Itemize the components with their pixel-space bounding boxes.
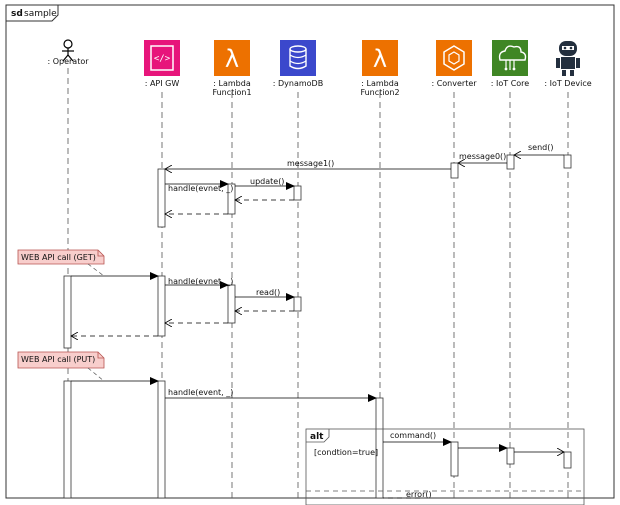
- note-get: WEB API call (GET): [17, 249, 105, 277]
- iot-core-icon: [492, 40, 528, 76]
- messages: [71, 155, 564, 499]
- activation-bar: [157, 275, 166, 337]
- activation-bars: [63, 154, 572, 499]
- participant-label: : Lambda: [213, 79, 251, 88]
- activation-bar: [227, 284, 236, 324]
- message-label-update: update(): [250, 177, 284, 186]
- participant-label: : Lambda: [361, 79, 399, 88]
- alt-keyword: alt: [310, 432, 324, 442]
- participant-label-line2: Function1: [212, 88, 251, 97]
- activation-bar: [450, 162, 459, 179]
- lambda-icon: λ: [362, 40, 398, 76]
- dynamodb-icon: [280, 40, 316, 76]
- participant-labels: : Operator : API GW : Lambda Function1 :…: [47, 57, 591, 97]
- activation-bar: [157, 380, 166, 499]
- lambda-icon: λ: [214, 40, 250, 76]
- message-labels: send() message0() message1() handle(evne…: [168, 143, 553, 499]
- message-label-handle: handle(evnet, _): [168, 277, 233, 286]
- activation-bar: [293, 185, 302, 201]
- participant-label: : API GW: [145, 79, 180, 88]
- participant-label: : IoT Core: [491, 79, 530, 88]
- participant-label: : Converter: [431, 79, 477, 88]
- converter-icon: [436, 40, 472, 76]
- api-gateway-icon: </>: [144, 40, 180, 76]
- diagram-frame: sd sample: [5, 4, 615, 499]
- alt-guard: [condtion=true]: [314, 448, 378, 457]
- activation-bar: [157, 168, 166, 228]
- message-label-command: command(): [390, 431, 436, 440]
- svg-text:</>: </>: [154, 54, 171, 64]
- activation-bar: [506, 154, 515, 170]
- note-text: WEB API call (PUT): [21, 355, 95, 364]
- actor-icon: [62, 39, 74, 62]
- activation-bar: [293, 296, 302, 312]
- svg-text:λ: λ: [225, 45, 239, 73]
- activation-bar: [563, 154, 572, 169]
- note-put: WEB API call (PUT): [17, 351, 105, 382]
- alt-fragment: alt [condtion=true]: [305, 428, 585, 505]
- robot-icon: [556, 41, 580, 76]
- participant-label: : IoT Device: [544, 79, 591, 88]
- activation-bar: [375, 397, 384, 499]
- message-label-handle: handle(event, _): [168, 388, 233, 397]
- frame-keyword: sd: [11, 9, 23, 19]
- activation-bar: [563, 451, 572, 469]
- message-label-send: send(): [528, 143, 553, 152]
- activation-bar: [506, 447, 515, 465]
- activation-bar: [63, 275, 72, 349]
- participant-label: : Operator: [47, 57, 89, 66]
- message-label-message0: message0(): [459, 152, 506, 161]
- message-label-read: read(): [256, 288, 280, 297]
- participant-label-line2: Function2: [360, 88, 399, 97]
- activation-bar: [63, 380, 72, 499]
- participant-label: : DynamoDB: [273, 79, 323, 88]
- note-text: WEB API call (GET): [21, 253, 96, 262]
- activation-bar: [450, 441, 459, 477]
- message-label-error: error(): [406, 490, 432, 499]
- frame-name: sample: [24, 9, 57, 19]
- svg-text:λ: λ: [373, 45, 387, 73]
- message-label-message1: message1(): [287, 159, 334, 168]
- message-label-handle: handle(evnet, _): [168, 184, 233, 193]
